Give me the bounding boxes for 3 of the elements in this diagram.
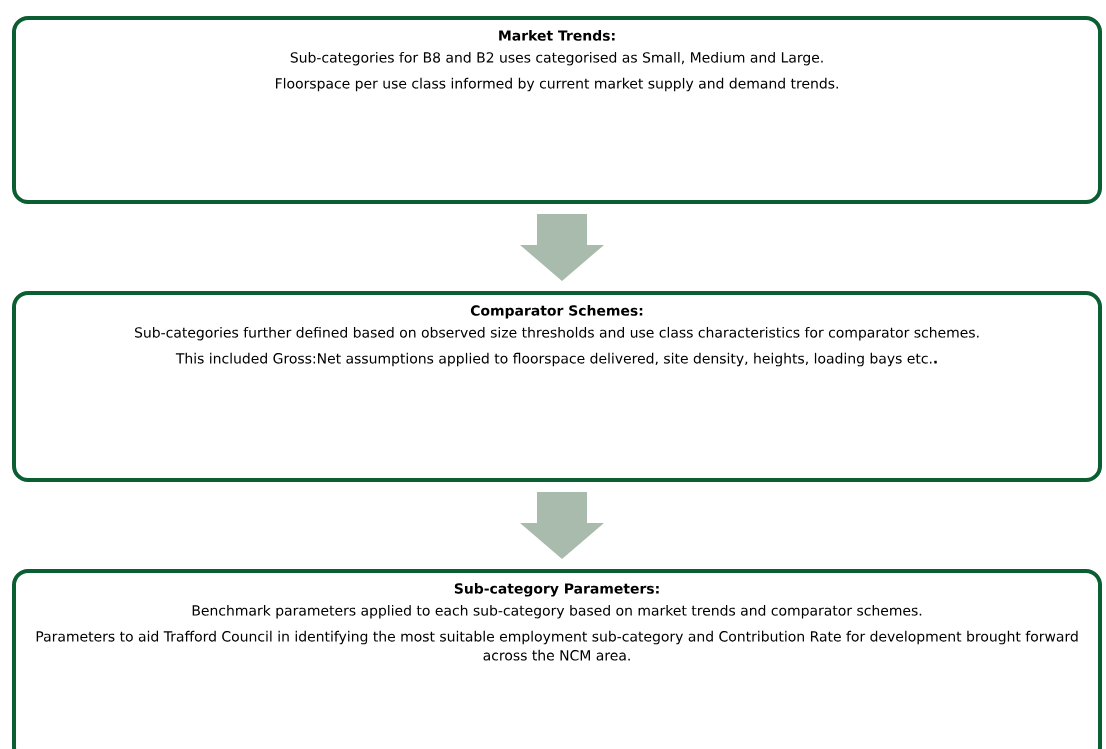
process-box: Comparator Schemes: Sub-categories further defined based on observed size thresholds and use class characteristics for comparator schemes. This included Gross:Net assumptions applied to floorspace delivered, site density, heights, loading bays etc..: [12, 291, 1102, 482]
process-box: Sub-category Parameters: Benchmark parameters applied to each sub-category based on market trends and comparator schemes. Parameters to aid Trafford Council in identifying the most suitable employment sub-category and Contribution Rate for development brought forward across the NCM area.: [12, 569, 1102, 749]
process-box: Market Trends: Sub-categories for B8 and B2 uses categorised as Small, Medium and Large. Floorspace per use class informed by current market supply and demand trends.: [12, 16, 1102, 204]
